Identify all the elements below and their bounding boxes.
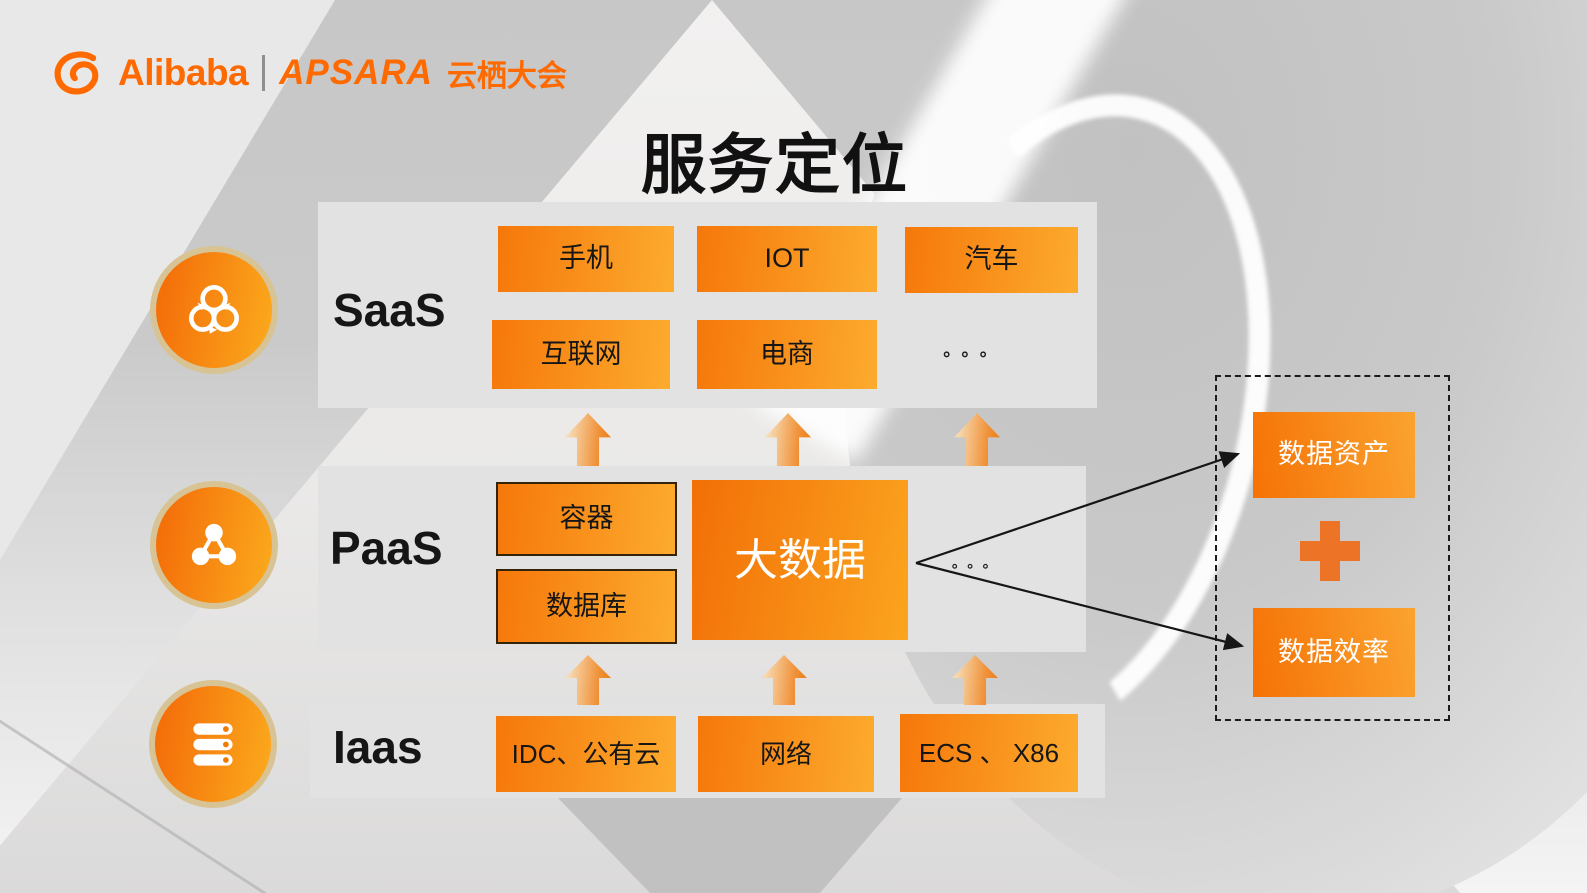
saas-box-phone: 手机 <box>498 226 674 292</box>
page-title: 服务定位 <box>640 128 909 201</box>
saas-box-ecommerce-label: 电商 <box>760 338 814 369</box>
paas-box-bigdata: 大数据 <box>692 480 908 640</box>
plus-label: + <box>1300 521 1301 522</box>
saas-box-car-label: 汽车 <box>964 244 1019 275</box>
brand-product: APSARA <box>279 53 433 92</box>
paas-box-container: 容器 <box>496 482 677 556</box>
saas-box-internet: 互联网 <box>492 320 670 389</box>
paas-label: PaaS <box>330 522 443 574</box>
paas-box-bigdata-label: 大数据 <box>734 535 866 585</box>
saas-ellipsis-icon: ∘∘∘ <box>941 344 996 364</box>
iaas-box-idc: IDC、公有云 <box>496 716 676 792</box>
outcome-box-data-efficiency: 数据效率 <box>1253 608 1415 697</box>
paas-circle-badge <box>150 481 278 609</box>
brand-conference: 云栖大会 <box>446 60 567 93</box>
server-stack-icon <box>193 723 233 766</box>
saas-circle-badge <box>150 246 278 374</box>
sync-rings-icon <box>188 284 240 334</box>
outcome-data-efficiency-label: 数据效率 <box>1278 636 1390 667</box>
saas-box-iot: IOT <box>697 226 877 292</box>
iaas-box-ecs-label: ECS 、 X86 <box>918 737 1060 768</box>
saas-box-phone-label: 手机 <box>559 243 613 274</box>
outcome-box-data-assets: 数据资产 <box>1253 412 1415 498</box>
plus-icon: + <box>1300 521 1360 581</box>
saas-box-ecommerce: 电商 <box>697 320 877 389</box>
brand-logo: Alibaba APSARA 云栖大会 <box>52 50 567 96</box>
outcome-data-assets-label: 数据资产 <box>1278 439 1390 470</box>
paas-box-container-label: 容器 <box>559 503 614 534</box>
brand-name: Alibaba <box>118 52 249 93</box>
iaas-box-idc-label: IDC、公有云 <box>511 738 661 769</box>
iaas-circle-badge <box>149 680 277 808</box>
iaas-label: Iaas <box>333 721 423 773</box>
paas-ellipsis-icon: ∘∘∘ <box>950 558 997 575</box>
paas-box-database: 数据库 <box>496 569 677 644</box>
saas-box-car: 汽车 <box>905 227 1078 293</box>
saas-box-internet-label: 互联网 <box>540 338 622 369</box>
iaas-box-network: 网络 <box>698 716 874 792</box>
iaas-box-network-label: 网络 <box>759 738 812 769</box>
logo-divider <box>262 55 266 91</box>
alibaba-a-mark-icon <box>54 51 99 95</box>
network-nodes-icon <box>191 523 237 566</box>
iaas-box-ecs: ECS 、 X86 <box>900 714 1078 792</box>
paas-box-database-label: 数据库 <box>546 590 627 621</box>
saas-box-iot-label: IOT <box>764 243 810 274</box>
saas-label: SaaS <box>333 284 446 336</box>
